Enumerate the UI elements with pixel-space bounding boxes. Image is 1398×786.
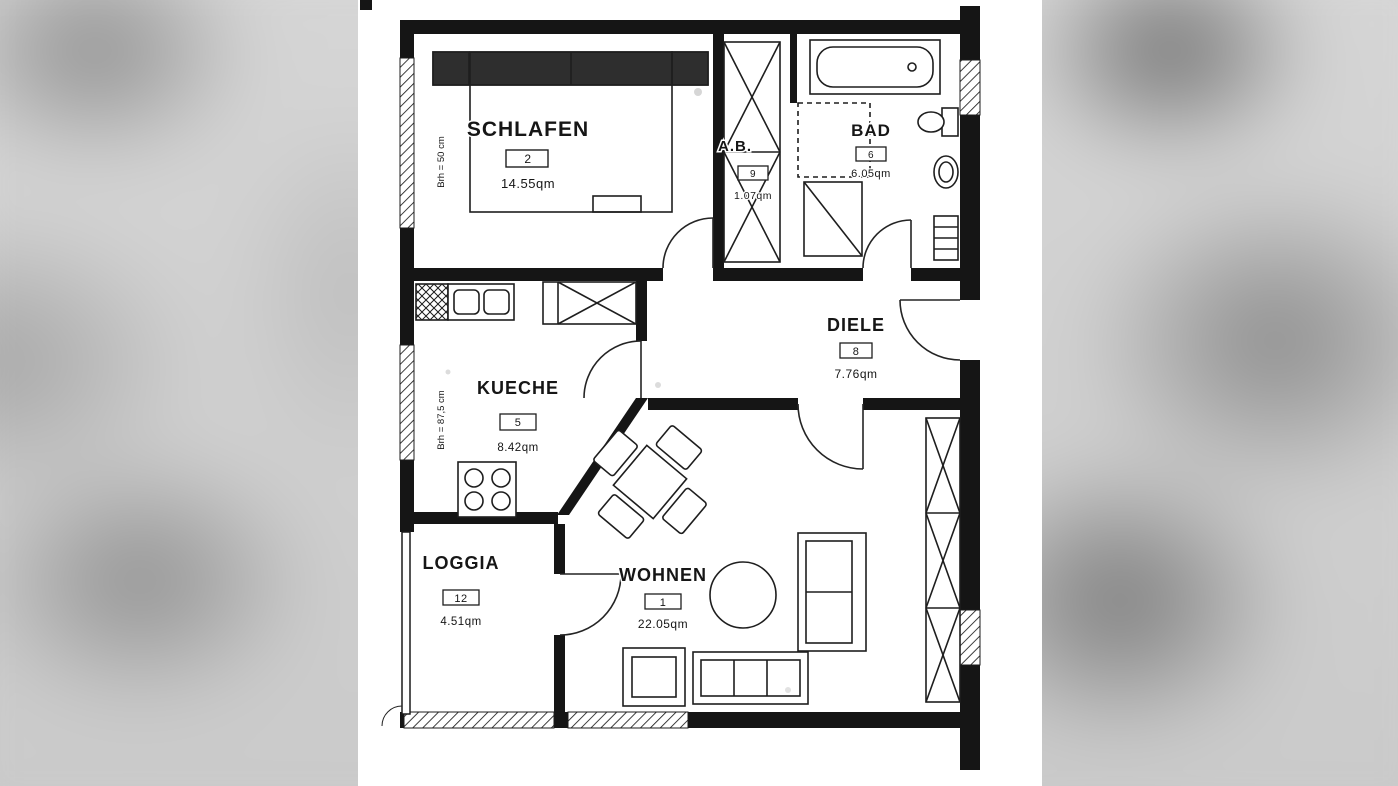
label-diele: DIELE 8 7.76qm <box>825 314 885 383</box>
label-bad: BAD 6 6.05qm <box>850 120 892 182</box>
wall-h2-b <box>863 398 960 410</box>
room-area-wohnen: 22.05qm <box>638 617 688 631</box>
toilet <box>917 107 959 137</box>
bathtub <box>809 39 941 95</box>
wall-right-outer <box>960 6 980 770</box>
door-entrance <box>899 299 961 361</box>
wall-h1-b <box>713 268 863 281</box>
dining-chair <box>662 487 707 535</box>
round-table <box>709 561 777 629</box>
door-swings <box>381 217 961 727</box>
wardrobe-wohnen <box>925 417 961 703</box>
sill-annotation-schlafen: Brh = 50 cm <box>436 136 447 188</box>
door-wohnen <box>797 403 864 470</box>
door-bad <box>862 219 912 269</box>
bath-radiator <box>933 215 959 261</box>
room-number-bad: 6 <box>868 150 874 161</box>
window-kueche-hatch <box>399 344 415 461</box>
room-number-box-loggia <box>442 589 480 606</box>
bath-sink <box>933 155 959 189</box>
wall-bad-left <box>790 33 797 103</box>
label-schlafen: SCHLAFEN 2 14.55qm <box>465 117 589 193</box>
wall-h2-a <box>648 398 798 410</box>
entrance-opening <box>960 300 980 360</box>
scan-noise <box>445 88 791 693</box>
label-loggia: LOGGIA 12 4.51qm <box>421 552 500 630</box>
room-number-box-kueche <box>499 413 537 431</box>
room-number-schlafen: 2 <box>524 152 531 166</box>
stove <box>457 461 517 518</box>
room-name-schlafen: SCHLAFEN <box>467 118 589 141</box>
bed <box>432 51 709 213</box>
door-kueche <box>583 340 642 399</box>
loggia-left-rail <box>401 531 411 715</box>
wall-top <box>403 20 960 34</box>
kitchen-sink-counter <box>447 283 515 321</box>
room-number-diele: 8 <box>853 346 860 358</box>
room-name-ab: A.B. <box>718 138 752 155</box>
loggia-corner-mark <box>381 705 403 727</box>
dining-chair <box>593 429 638 477</box>
shower-dashed-outline <box>797 102 871 178</box>
room-area-bad: 6.05qm <box>851 168 891 180</box>
room-number-box-wohnen <box>644 593 682 610</box>
room-number-box-ab <box>737 165 769 181</box>
closet-ab <box>723 41 781 263</box>
dining-chair <box>655 425 703 470</box>
room-number-kueche: 5 <box>515 417 522 429</box>
label-kueche: KUECHE 5 8.42qm <box>475 377 559 456</box>
dining-chair <box>597 494 645 539</box>
room-labels: SCHLAFEN 2 14.55qm A.B. 9 1.07qm BAD 6 <box>421 117 892 633</box>
sofa-bottom <box>692 651 809 705</box>
room-name-loggia: LOGGIA <box>423 553 500 573</box>
floorplan-scan-paper: SCHLAFEN 2 14.55qm A.B. 9 1.07qm BAD 6 <box>358 0 1042 786</box>
sofa-right <box>797 532 867 652</box>
wall-loggia-top <box>400 512 558 524</box>
room-number-ab: 9 <box>750 169 756 180</box>
nightstand-left <box>432 51 470 86</box>
loggia-front-rail-hatch <box>403 711 555 729</box>
wall-loggia-right-b <box>554 635 565 712</box>
room-number-box-schlafen <box>505 149 549 168</box>
scan-edge-tick <box>360 0 372 10</box>
label-wohnen: WOHNEN 1 22.05qm <box>618 564 708 633</box>
label-ab: A.B. 9 1.07qm <box>717 137 773 204</box>
room-number-loggia: 12 <box>454 593 467 605</box>
floorplan-drawing: SCHLAFEN 2 14.55qm A.B. 9 1.07qm BAD 6 <box>360 0 981 770</box>
kitchen-cabinet <box>542 281 637 325</box>
room-name-diele: DIELE <box>827 315 885 335</box>
window-wohnen-bottom-hatch <box>567 711 689 729</box>
room-name-kueche: KUECHE <box>477 378 559 398</box>
room-area-loggia: 4.51qm <box>440 616 481 628</box>
room-number-box-bad <box>855 146 887 162</box>
dining-table <box>612 444 688 520</box>
room-area-kueche: 8.42qm <box>497 442 538 454</box>
dining-table-set <box>593 425 707 539</box>
room-area-schlafen: 14.55qm <box>501 176 555 191</box>
room-name-wohnen: WOHNEN <box>619 565 707 585</box>
window-right-bottom-hatch <box>959 609 981 666</box>
wall-schlafen-right <box>713 33 724 268</box>
wall-kueche-right <box>636 281 647 341</box>
kitchen-vent-block <box>415 283 449 321</box>
room-area-diele: 7.76qm <box>834 367 877 381</box>
sill-annotation-kueche: Brh = 87,5 cm <box>436 390 447 449</box>
room-number-box-diele <box>839 342 873 359</box>
wall-loggia-right-a <box>554 524 565 574</box>
bed-foot-bench <box>592 195 642 213</box>
room-name-bad: BAD <box>851 121 891 140</box>
furniture <box>415 39 961 707</box>
window-schlafen-hatch <box>399 57 415 229</box>
wall-h1-a <box>414 268 663 281</box>
room-number-wohnen: 1 <box>660 597 667 609</box>
window-right-top-hatch <box>959 59 981 116</box>
nightstand-right <box>671 51 709 86</box>
door-schlafen <box>662 217 714 269</box>
door-loggia <box>559 573 622 636</box>
window-hatches <box>399 57 981 729</box>
armchair-bottom <box>622 647 686 707</box>
room-area-ab: 1.07qm <box>734 190 772 202</box>
wall-h1-c <box>911 268 960 281</box>
washing-machine <box>803 181 863 257</box>
